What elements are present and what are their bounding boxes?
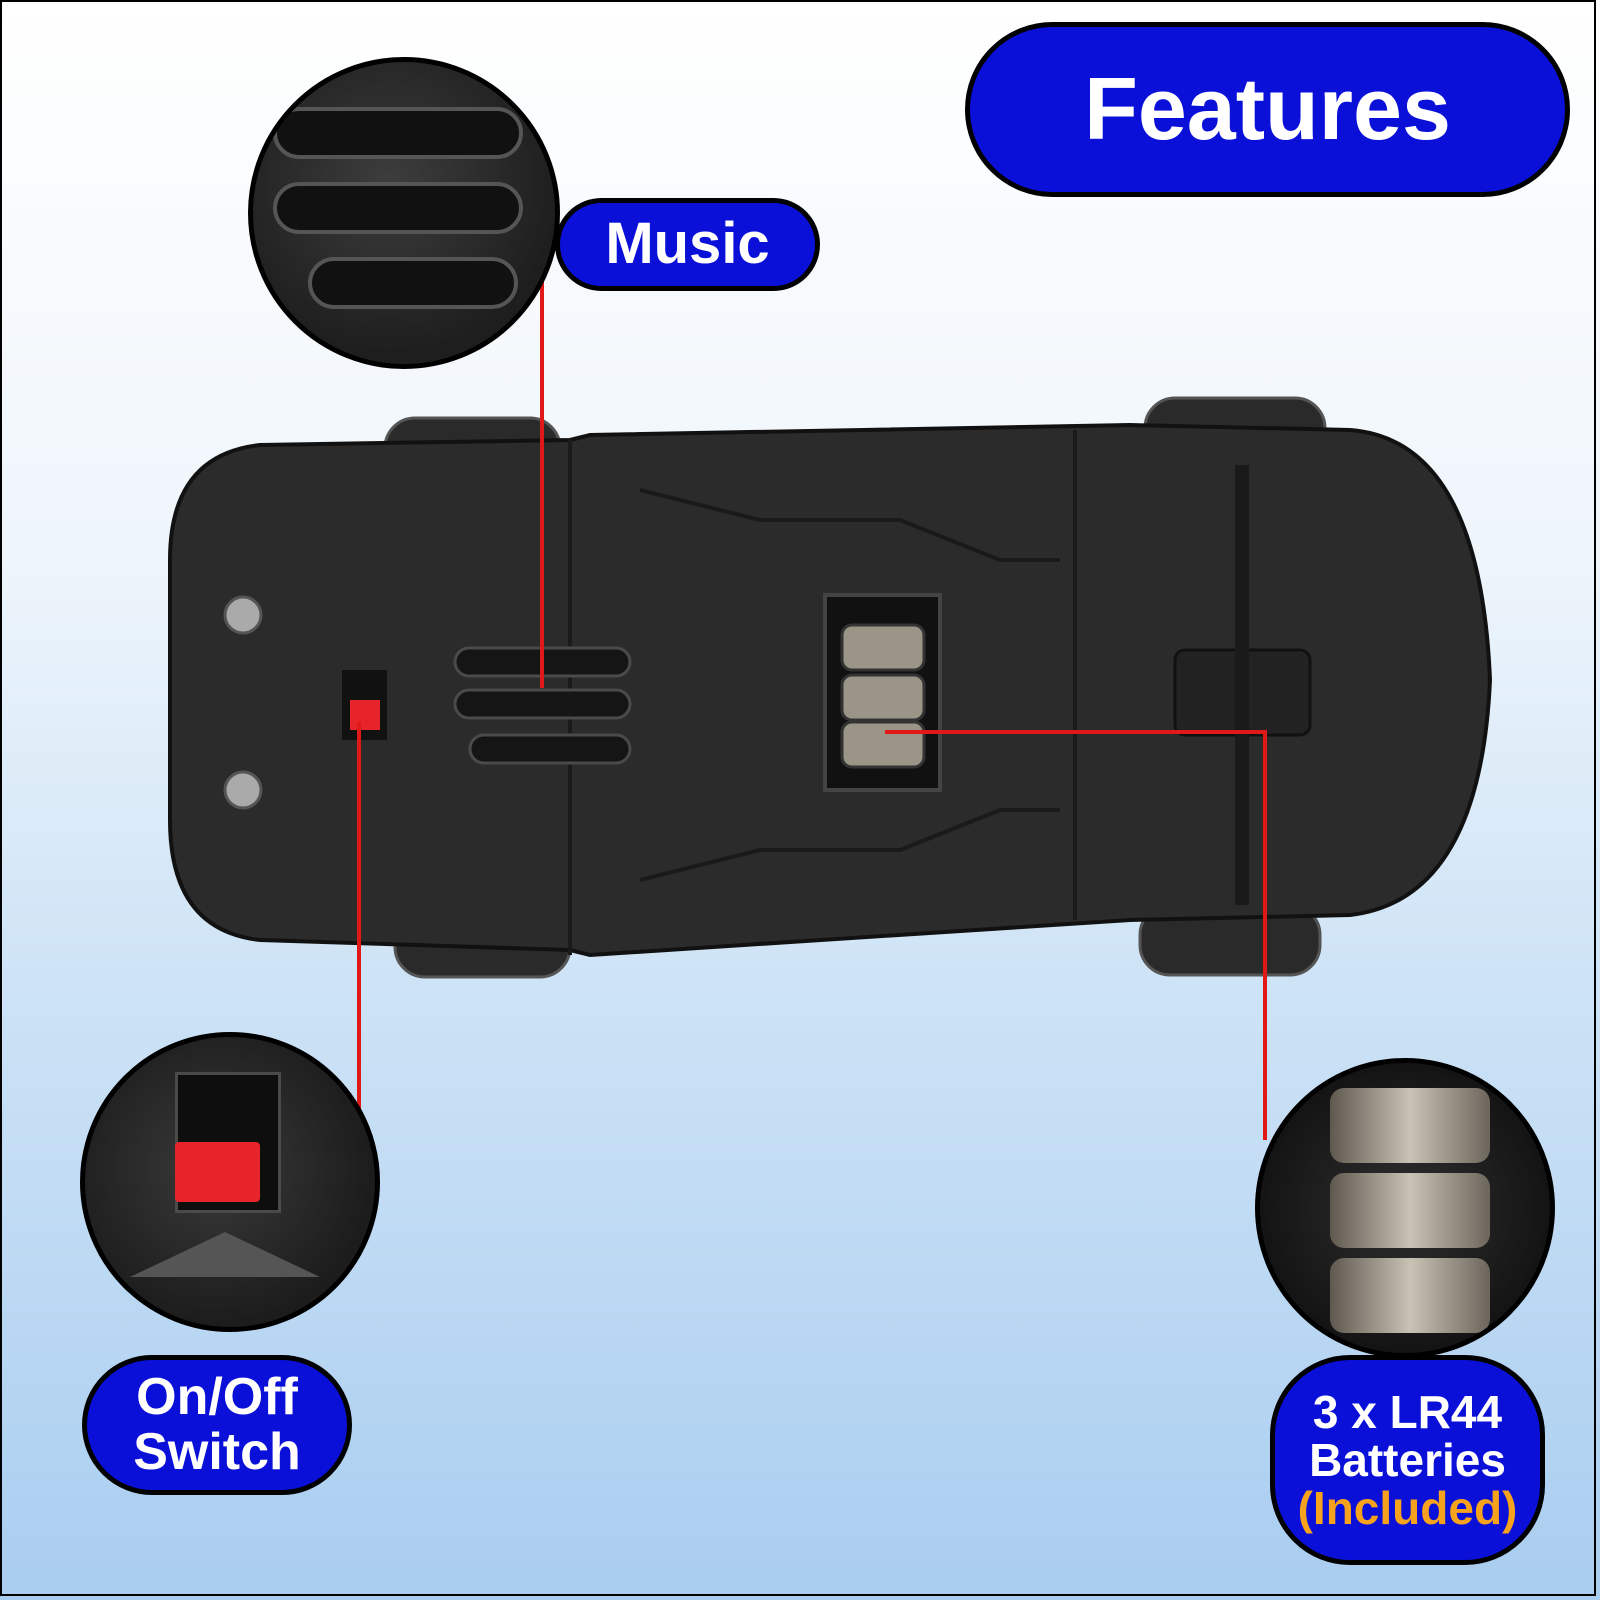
music-leader-line (540, 198, 544, 688)
speaker-vent-zoom (248, 57, 560, 369)
chassis-switch-slider (350, 700, 380, 730)
screw-top (223, 595, 263, 635)
battery-label-line3: (Included) (1297, 1482, 1518, 1535)
batteries-badge: 3 x LR44 Batteries (Included) (1270, 1355, 1545, 1565)
on-off-switch-badge: On/Off Switch (82, 1355, 352, 1495)
switch-zoom (80, 1032, 380, 1332)
screw-bottom (223, 770, 263, 810)
features-title-badge: Features (965, 22, 1570, 197)
battery-label-line1: 3 x LR44 (1312, 1385, 1503, 1438)
switch-slider-zoom (175, 1142, 260, 1202)
battery-leader-line-h (885, 730, 1265, 734)
battery-leader-line-v (1263, 730, 1267, 1140)
music-badge: Music (555, 198, 820, 291)
battery-zoom (1255, 1058, 1555, 1358)
page-title: Features (1084, 59, 1451, 159)
switch-label-line2: Switch (133, 1423, 301, 1481)
switch-leader-line (357, 722, 361, 1162)
music-label: Music (605, 211, 770, 277)
battery-label-line2: Batteries (1309, 1433, 1506, 1486)
switch-label-line1: On/Off (136, 1368, 298, 1427)
